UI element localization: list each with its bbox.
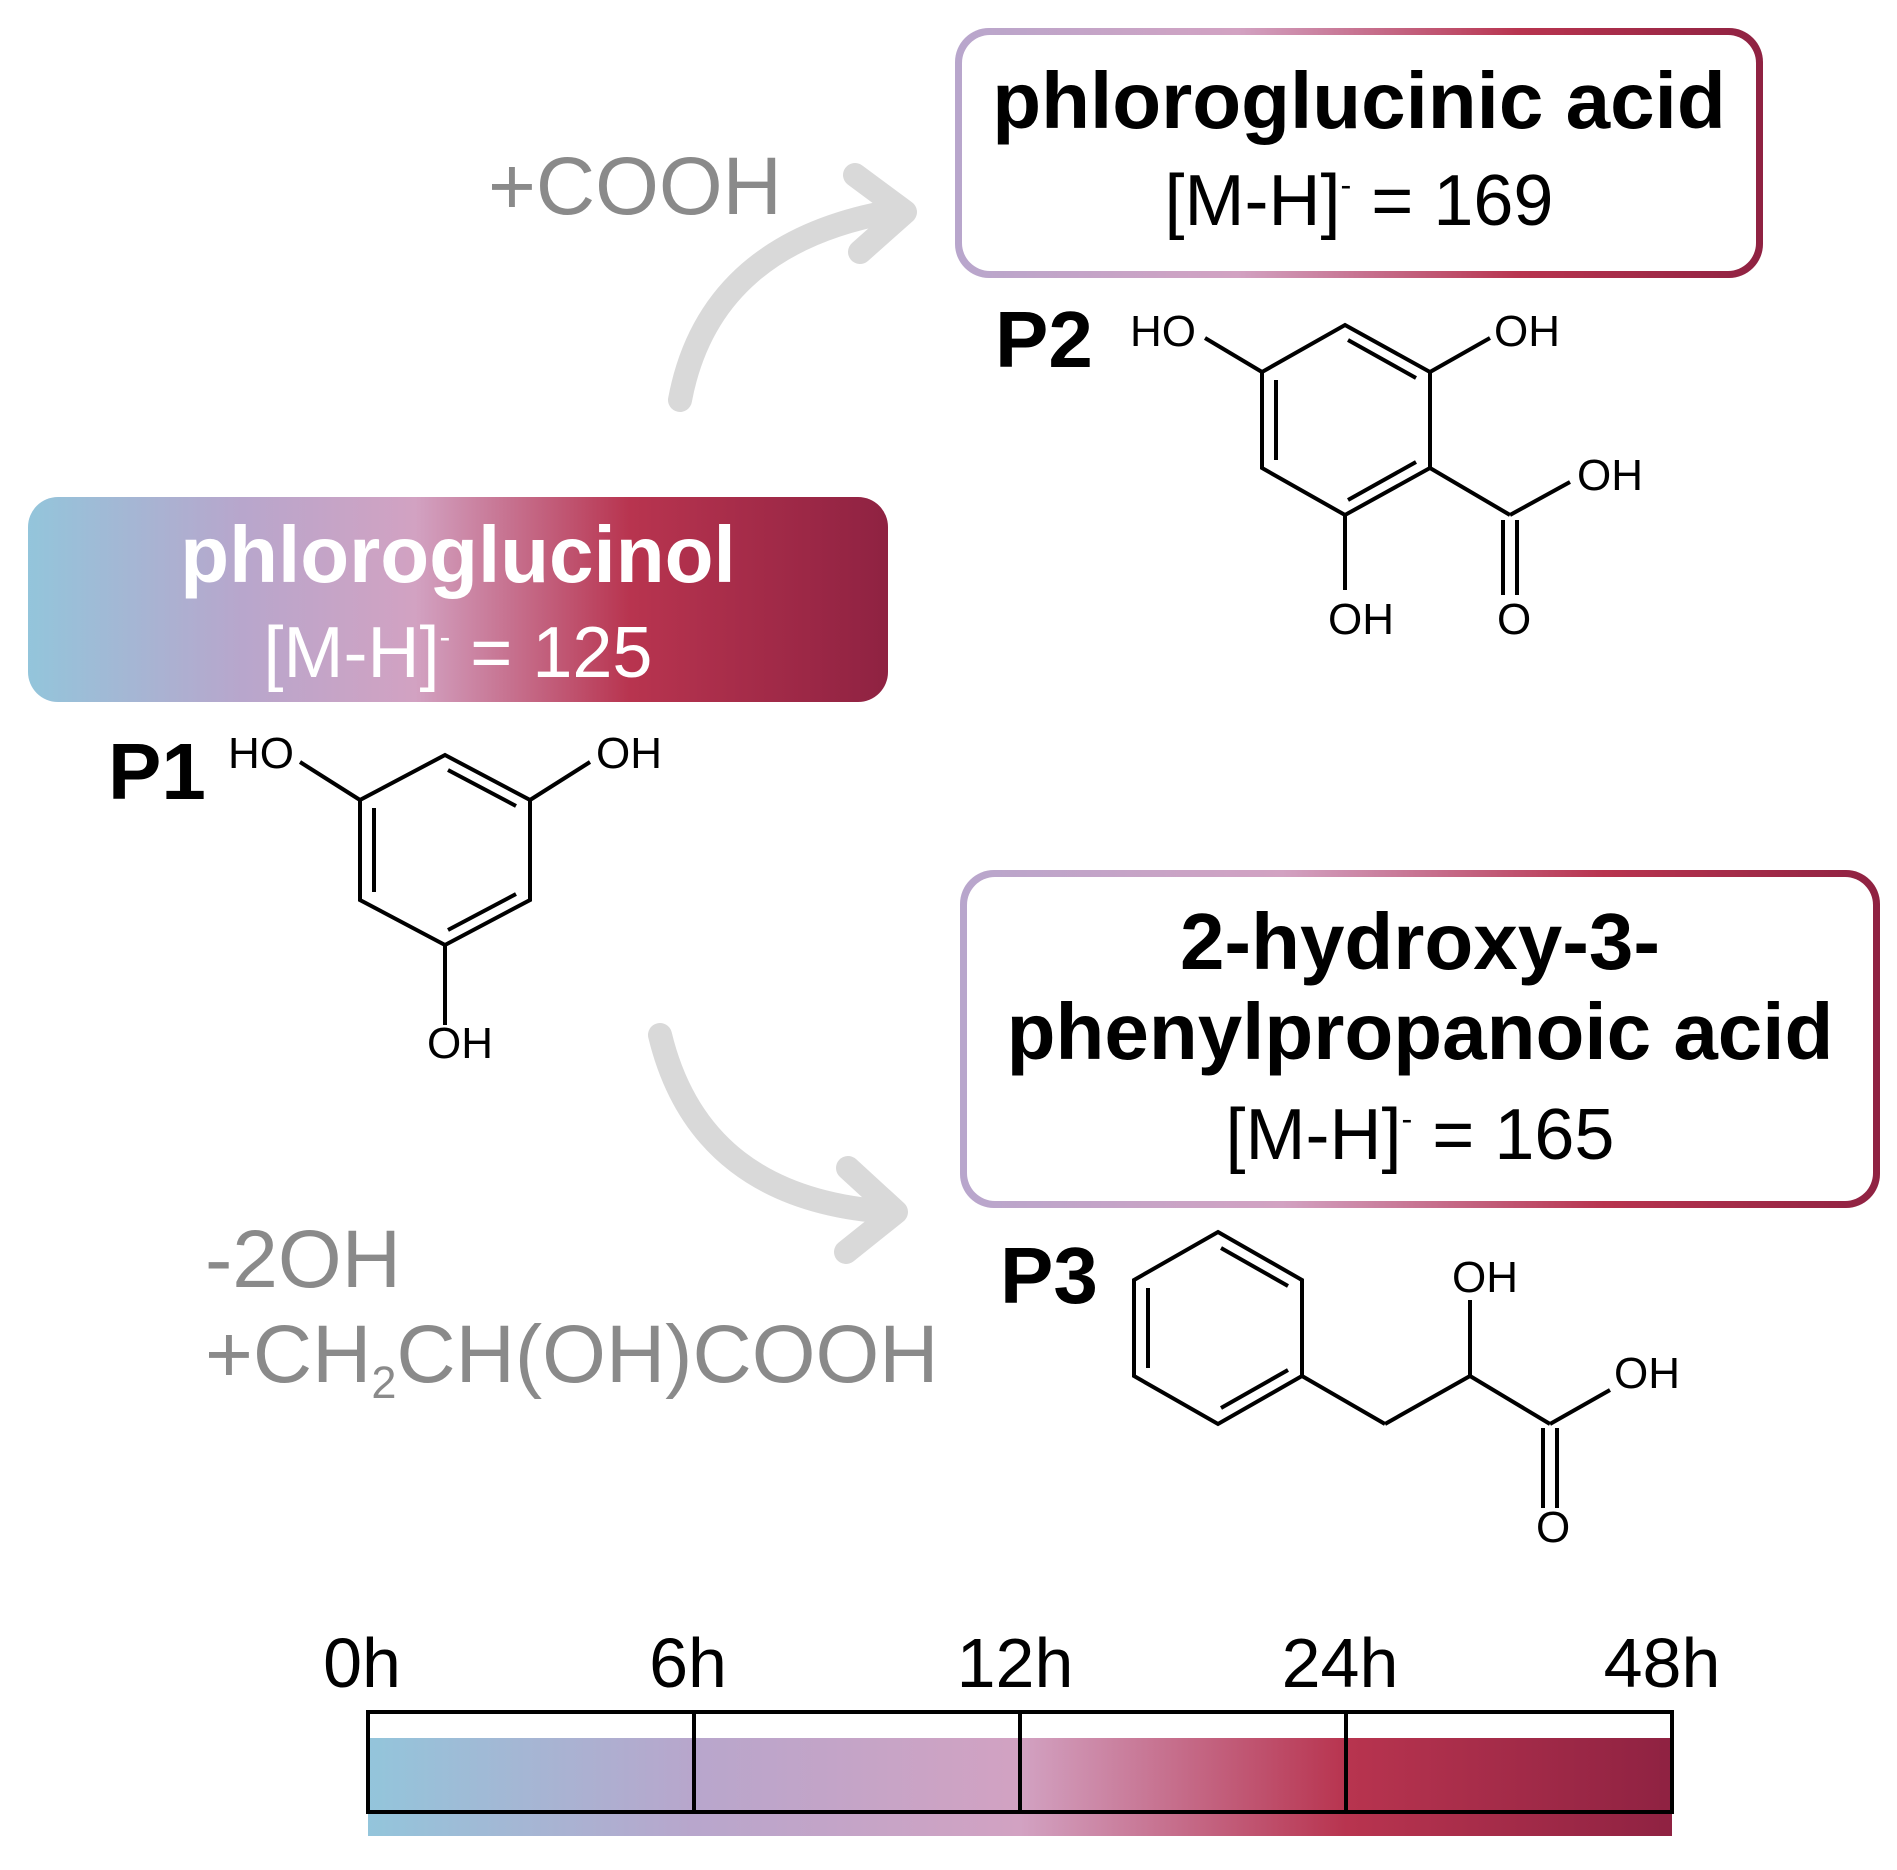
reactant-name: phloroglucinol <box>180 510 736 599</box>
mass-value: = 169 <box>1351 161 1554 242</box>
mass-prefix: [M-H] <box>1164 161 1341 242</box>
timeline-tick-12h: 12h <box>956 1624 1074 1702</box>
reactant-box: phloroglucinol [M-H]- = 125 <box>28 497 888 702</box>
mass-charge: - <box>1340 167 1352 203</box>
mass-prefix: [M-H] <box>1225 1095 1402 1176</box>
p3-oh-acid-label: OH <box>1614 1349 1680 1398</box>
p3-structure <box>1132 1229 1611 1508</box>
p3-carbonyl-label: O <box>1536 1503 1571 1552</box>
p2-structure <box>1203 322 1571 595</box>
product-p2-mass: [M-H]- = 169 <box>962 143 1756 243</box>
timeline-tick-0h: 0h <box>323 1624 401 1702</box>
product-p3-name-line1: 2-hydroxy-3- <box>1179 897 1661 986</box>
p3-label: P3 <box>1000 1231 1098 1320</box>
p1-label: P1 <box>108 727 206 816</box>
product-p3-name: 2-hydroxy-3- phenylpropanoic acid <box>967 877 1873 1077</box>
p3-oh-alpha-label: OH <box>1452 1253 1518 1302</box>
mass-charge: - <box>439 619 451 655</box>
p1-structure <box>298 752 592 1025</box>
p1-oh-bottom-label: OH <box>427 1019 493 1068</box>
p1-oh-right-label: OH <box>596 729 662 778</box>
timeline-tick-24h: 24h <box>1281 1624 1399 1702</box>
reaction-p3-line1: -2OH <box>205 1214 401 1305</box>
mass-prefix: [M-H] <box>263 613 440 694</box>
formula-part: +CH <box>205 1309 372 1400</box>
product-p2-box: phloroglucinic acid [M-H]- = 169 <box>955 28 1763 278</box>
arrow-to-p2 <box>668 163 917 412</box>
timeline-tick-48h: 48h <box>1603 1624 1721 1702</box>
p2-carbonyl-label: O <box>1497 595 1532 644</box>
product-p3-mass: [M-H]- = 165 <box>967 1077 1873 1177</box>
formula-subscript: 2 <box>371 1356 397 1408</box>
p2-label: P2 <box>995 295 1093 384</box>
p2-oh-acid-label: OH <box>1577 451 1643 500</box>
arrow-to-p3 <box>648 1023 908 1264</box>
p2-oh-top-label: OH <box>1494 307 1560 356</box>
timeline-tick-6h: 6h <box>649 1624 727 1702</box>
product-p3-name-line2: phenylpropanoic acid <box>1006 987 1834 1076</box>
mass-value: = 165 <box>1412 1095 1615 1176</box>
reaction-p2: +COOH <box>488 141 782 232</box>
mass-value: = 125 <box>450 613 653 694</box>
p2-ho-label: HO <box>1130 307 1196 356</box>
p1-ho-label: HO <box>228 729 294 778</box>
timeline-bar <box>366 1710 1674 1836</box>
product-p3-box: 2-hydroxy-3- phenylpropanoic acid [M-H]-… <box>960 870 1880 1208</box>
mass-charge: - <box>1401 1101 1413 1137</box>
p2-oh-bottom-label: OH <box>1328 595 1394 644</box>
reactant-mass: [M-H]- = 125 <box>28 597 888 693</box>
reaction-p3-line2: +CH2CH(OH)COOH <box>205 1310 938 1428</box>
product-p2-name: phloroglucinic acid <box>992 56 1726 145</box>
formula-part: CH(OH)COOH <box>396 1309 939 1400</box>
